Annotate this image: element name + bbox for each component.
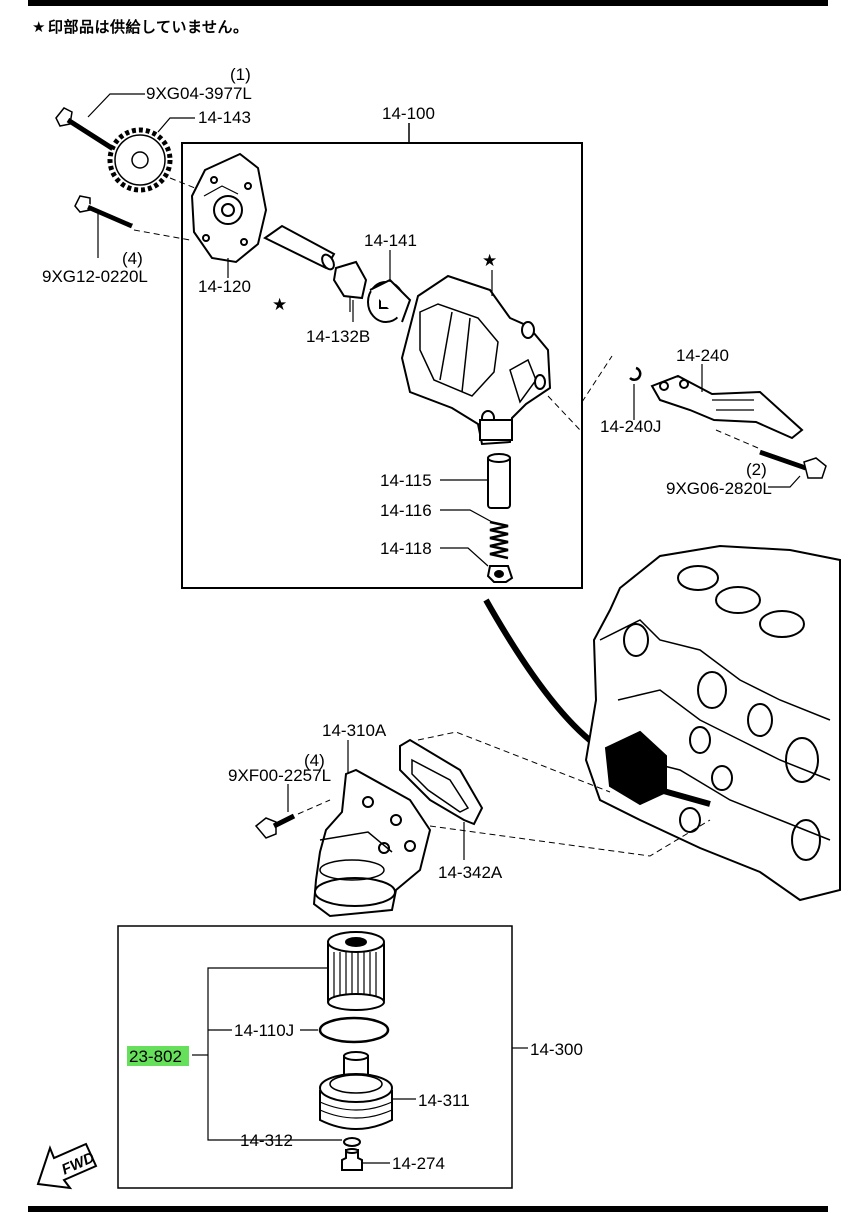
dash-line — [169, 177, 201, 191]
washer-label: 14-312 — [240, 1131, 293, 1150]
dash-line — [547, 395, 581, 431]
bolt-9xg12-code: 9XG12-0220L — [42, 267, 148, 286]
element-kit-highlight — [127, 1046, 189, 1066]
bolt-9xg12-qty: (4) — [122, 249, 143, 268]
filter-body-drawing — [312, 768, 432, 918]
not-supplied-note: ★印部品は供給していません。 — [32, 16, 249, 37]
plug-leader — [440, 547, 489, 567]
sprocket-label: 14-143 — [198, 108, 251, 127]
dash-line — [429, 819, 711, 857]
star-mark-body: ★ — [482, 251, 497, 270]
sprocket-leader — [157, 117, 195, 133]
plunger-label: 14-115 — [380, 471, 432, 490]
bolt-9xg06-leader — [768, 475, 801, 488]
bolt-9xg06-code: 9XG06-2820L — [666, 479, 772, 498]
pump-assembly-label: 14-100 — [382, 104, 435, 123]
clip-label: 14-240J — [600, 417, 661, 436]
element-kit-label[interactable]: 23-802 — [129, 1047, 182, 1066]
bolt-9xg04-qty: (1) — [230, 65, 251, 84]
gasket-label: 14-342A — [438, 863, 503, 882]
star-icon: ★ — [32, 19, 46, 36]
spring-leader — [440, 509, 493, 523]
element-kit-bracket — [207, 967, 330, 1141]
plunger-drawing — [487, 453, 511, 509]
bolt-9xg06-drawing — [759, 448, 827, 479]
shaft-label: 14-132B — [306, 327, 370, 346]
oring-drawing — [318, 1016, 390, 1044]
dash-line — [715, 429, 759, 449]
drain-bolt-label: 14-274 — [392, 1154, 445, 1173]
top-border — [28, 0, 828, 6]
bolt-9xg12-drawing — [74, 195, 133, 229]
plug-label: 14-118 — [380, 539, 432, 558]
filter-body-label: 14-310A — [322, 721, 387, 740]
fwd-arrow-icon — [36, 1142, 98, 1190]
filter-element-drawing — [327, 931, 385, 1011]
bolt-9xf00-drawing — [254, 813, 296, 839]
oring-label: 14-110J — [234, 1021, 294, 1040]
note-text: 印部品は供給していません。 — [47, 19, 249, 36]
bottom-border — [28, 1206, 828, 1212]
filter-cap-label: 14-311 — [418, 1091, 470, 1110]
cover-label: 14-120 — [198, 277, 251, 296]
gasket-drawing — [399, 738, 484, 826]
filter-assembly-frame — [117, 925, 513, 1189]
pump-body-drawing — [400, 274, 552, 446]
spring-label: 14-116 — [380, 501, 432, 520]
location-arrow — [483, 598, 602, 751]
bolt-9xg04-code: 9XG04-3977L — [146, 84, 252, 103]
filter-cap-drawing — [319, 1051, 393, 1130]
bolt-9xg06-qty: (2) — [746, 460, 767, 479]
filter-assembly-label: 14-300 — [530, 1040, 583, 1059]
rotor-drawing — [367, 278, 412, 323]
plug-drawing — [486, 565, 514, 583]
sprocket-drawing — [107, 127, 173, 193]
bolt-9xg04-leader — [87, 93, 145, 118]
shaft-drawing — [263, 224, 368, 312]
dash-line — [297, 799, 331, 815]
rotor-label: 14-141 — [364, 231, 417, 250]
pump-cover-drawing — [190, 152, 268, 264]
baffle-label: 14-240 — [676, 346, 729, 365]
engine-block-drawing — [584, 544, 841, 902]
bolt-9xf00-qty: (4) — [304, 751, 325, 770]
clip-drawing — [629, 366, 642, 381]
washer-drawing — [343, 1137, 361, 1147]
baffle-drawing — [650, 374, 804, 440]
bolt-9xf00-code: 9XF00-2257L — [228, 766, 331, 785]
bolt-9xg04-drawing — [55, 107, 120, 155]
pump-assembly-frame — [181, 142, 583, 589]
dash-line — [581, 355, 613, 403]
dash-line — [417, 731, 611, 793]
star-mark-shaft: ★ — [272, 295, 287, 314]
drain-bolt-drawing — [341, 1148, 363, 1171]
spring-drawing — [489, 520, 509, 560]
